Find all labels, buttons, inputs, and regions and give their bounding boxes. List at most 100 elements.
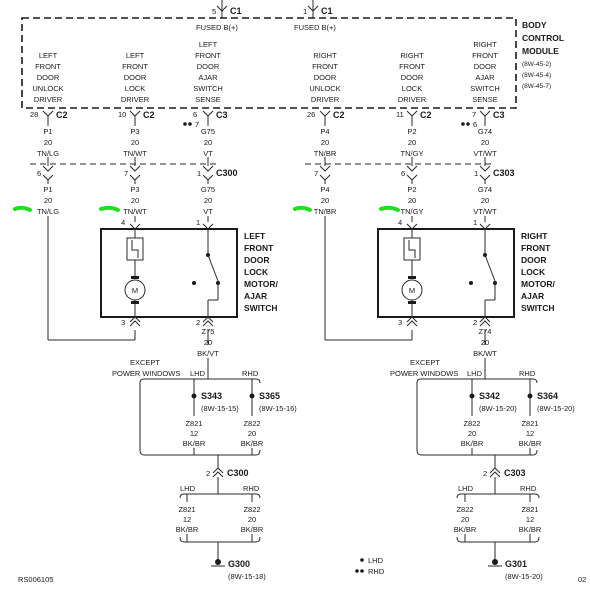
right-splice-s342-dot	[469, 393, 475, 399]
wire-label-6c: VT/WT	[473, 149, 497, 158]
inline-connector-c300: 6 7 1 C300	[30, 163, 238, 181]
c1-left-symbol	[216, 5, 228, 12]
right-c303-pin-symbol	[489, 467, 501, 478]
left-except-label: POWER WINDOWS	[112, 369, 180, 378]
highlight-p2	[379, 205, 400, 212]
left-motor-label-1: LEFT	[244, 231, 266, 241]
right-motor-pin-2: 2	[473, 318, 477, 327]
col2-line5: DRIVER	[121, 95, 150, 104]
right-motor-pin2-symbol	[479, 316, 491, 327]
right-motor-label-3: DOOR	[521, 255, 547, 265]
right-splice-b-ref: (8W-15-20)	[537, 404, 575, 413]
right-lhd2-label: LHD	[458, 484, 474, 493]
lwire-label-4a: P4	[320, 185, 329, 194]
wire-label-3a: G75	[201, 127, 215, 136]
right-ground-g301-dot	[492, 559, 498, 565]
left-wire-a-1: Z821	[185, 419, 202, 428]
col5-line5: DRIVER	[398, 95, 427, 104]
right-motor-label-6: AJAR	[521, 291, 544, 301]
right-splice-s364-dot	[527, 393, 533, 399]
right-rhd-label: RHD	[519, 369, 536, 378]
col4-line2: FRONT	[312, 62, 338, 71]
lwire-label-4b: 20	[321, 196, 329, 205]
legend: LHD RHD	[355, 556, 385, 576]
col3-line6: SENSE	[195, 95, 220, 104]
body-control-module: 5 C1 1 C1 FUSED B(+) FUSED B(+) BODY CON…	[21, 0, 564, 109]
left-motor-brush-top	[131, 276, 139, 279]
upper-wire-labels: P1 20 TN/LG P3 20 TN/WT G75 20 VT P4 20 …	[37, 127, 497, 158]
lwire-label-5c: TN/GY	[401, 207, 424, 216]
wire-label-5b: 20	[408, 138, 416, 147]
bcm-title-1: BODY	[522, 20, 547, 30]
pin-6-dot-a	[461, 122, 465, 126]
lwire-label-3a: G75	[201, 185, 215, 194]
c303-pin-b	[406, 165, 418, 181]
col1-line3: DOOR	[37, 73, 60, 82]
left-motor-pin-1: 1	[196, 218, 200, 227]
left-ground-wire-2: 20	[204, 338, 212, 347]
left-motor-pin2-symbol	[202, 316, 214, 327]
wire-label-5c: TN/GY	[401, 149, 424, 158]
col5-line3: DOOR	[401, 73, 424, 82]
legend-rhd-dot-b	[360, 569, 364, 573]
left-splice-a-ref: (8W-15-15)	[201, 404, 239, 413]
left-splice-s365-dot	[249, 393, 255, 399]
left-motor-label-3: DOOR	[244, 255, 270, 265]
left-ground-wire-1: Z75	[202, 327, 215, 336]
col3-line4: AJAR	[198, 73, 218, 82]
bcm-ref-1: (8W-45-2)	[522, 61, 551, 68]
left-ground-section: EXCEPT POWER WINDOWS LHD RHD S343 (8W-15…	[112, 358, 297, 581]
col6-line4: AJAR	[475, 73, 495, 82]
left-motor-box	[100, 228, 238, 318]
lwire-label-2a: P3	[130, 185, 139, 194]
wire-label-2a: P3	[130, 127, 139, 136]
right-wire-c-3: BK/BR	[454, 525, 477, 534]
c300-label: C300	[216, 168, 238, 178]
lwire-label-5a: P2	[407, 185, 416, 194]
legend-rhd: RHD	[368, 567, 385, 576]
col3-line1: LEFT	[199, 40, 218, 49]
left-wire-b-1: Z822	[243, 419, 260, 428]
col2-line3: DOOR	[124, 73, 147, 82]
right-motor-label-7: SWITCH	[521, 303, 555, 313]
lwire-label-1a: P1	[43, 185, 52, 194]
pin-3-conn: C3	[216, 110, 228, 120]
right-rhd2-label: RHD	[520, 484, 537, 493]
footer-page-tail: 02	[578, 575, 586, 584]
wire-label-3c: VT	[203, 149, 213, 158]
bcm-ref-3: (8W-45-7)	[522, 83, 551, 90]
col6-line3: DOOR	[474, 62, 497, 71]
left-wire-d-2: 20	[248, 515, 256, 524]
pin-1-conn: C2	[56, 110, 68, 120]
col3-line2: FRONT	[195, 51, 221, 60]
right-switch-blade	[484, 254, 496, 282]
right-splice-b: S364	[537, 391, 558, 401]
inline-connector-c303: 7 6 1 C303	[305, 163, 515, 181]
pin-2-conn: C2	[143, 110, 155, 120]
lwire-label-1c: TN/LG	[37, 207, 59, 216]
left-c300-pin-symbol	[212, 467, 224, 478]
highlight-p4	[293, 205, 312, 212]
lwire-label-5b: 20	[408, 196, 416, 205]
c303-pin-a	[319, 165, 331, 181]
right-wire-b-1: Z821	[521, 419, 538, 428]
right-motor-pin-3: 3	[398, 318, 402, 327]
right-motor-label-5: MOTOR/	[521, 279, 555, 289]
c1-right-pin: 1	[303, 7, 307, 16]
pin-symbol-6	[479, 110, 491, 117]
wire-label-6a: G74	[478, 127, 492, 136]
left-door-lock-motor: 4 1 3 2 M LEFT FRONT DOOR LOCK MOTOR/ AJ…	[100, 218, 278, 358]
right-motor-pin3-symbol	[406, 316, 418, 327]
lwire-label-6b: 20	[481, 196, 489, 205]
c1-right-label: C1	[321, 6, 333, 16]
bcm-column-labels: LEFT FRONT DOOR UNLOCK DRIVER LEFT FRONT…	[32, 40, 499, 104]
wire-label-2b: 20	[131, 138, 139, 147]
pin-5-num: 11	[396, 110, 404, 119]
highlight-p1	[13, 205, 32, 212]
right-ground-wire-1: Z74	[479, 327, 492, 336]
right-wire-d-1: Z821	[521, 505, 538, 514]
legend-lhd-dot	[360, 558, 364, 562]
fused-left-label: FUSED B(+)	[196, 23, 238, 32]
right-motor-pin-4: 4	[398, 218, 402, 227]
